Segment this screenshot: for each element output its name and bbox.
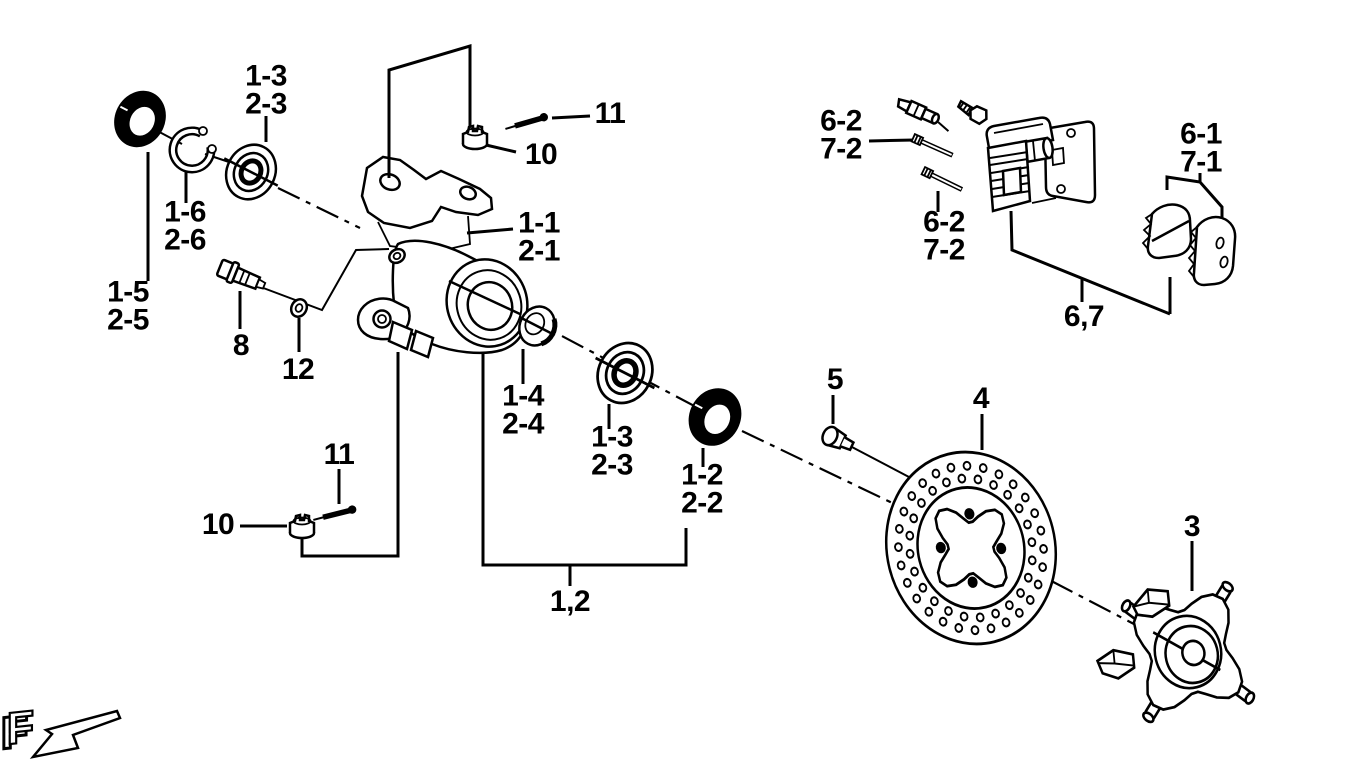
label-seal-inner: 1-2 2-2 [681,458,723,519]
direction-letter: F [7,700,34,754]
label-disc-bolt: 5 [826,363,844,397]
label-castle-nut-upper: 10 [524,138,558,172]
label-bolt-8: 8 [232,329,250,363]
label-seal-upper: 1-5 2-5 [107,275,149,336]
front-direction-marker: F F [0,699,122,761]
disc-bolt [821,425,856,452]
leader-lines [146,114,1224,591]
cotter-pin-lower [312,505,357,521]
brake-caliper [896,97,1097,213]
label-brake-pads: 6-1 7-1 [1180,117,1222,178]
castle-nut-lower [288,513,316,540]
caliper-bolt [956,99,988,126]
wheel-bearing-inner [582,331,669,416]
front-arrow-icon [29,709,122,759]
label-circlip: 1-6 2-6 [164,195,206,256]
flange-bolt [215,258,267,291]
oil-seal-outer [103,80,177,158]
label-washer-12: 12 [281,353,315,387]
hub-lugs [1095,588,1171,680]
label-brake-disc: 4 [972,382,990,416]
oil-seal-inner [677,378,753,456]
bolt-8-axis-line [257,248,390,312]
kingpin-connector-line [387,43,472,178]
label-caliper-assembly: 6,7 [1063,300,1105,334]
label-knuckle: 1-1 2-1 [518,206,560,267]
cotter-pin-upper [504,112,549,129]
bleed-valve [896,97,950,132]
label-collar: 1-4 2-4 [502,379,544,440]
label-bearing-inner: 1-3 2-3 [591,420,633,481]
steering-knuckle [356,155,529,359]
wheel-bearing-outer [212,133,291,210]
pad-pin-lower [922,167,964,193]
label-castle-nut-lower: 10 [201,508,235,542]
direction-letter-shadow: F [1,705,28,759]
brake-pads [1141,203,1237,287]
bearing-collar [518,305,558,347]
brake-disc [884,450,1058,646]
castle-nut-upper [461,124,489,151]
label-hub: 3 [1183,510,1201,544]
label-cotter-pin-upper: 11 [594,97,626,131]
circlip [168,126,217,174]
label-pad-pin-lower: 6-2 7-2 [923,205,965,266]
label-bearing-upper: 1-3 2-3 [245,59,287,120]
washer [289,298,309,318]
pad-pin-upper [912,134,955,159]
label-knuckle-assembly: 1,2 [549,585,591,619]
wheel-hub [1095,580,1256,724]
label-cotter-pin-lower: 11 [323,438,355,472]
label-pad-pin-upper: 6-2 7-2 [820,104,862,165]
